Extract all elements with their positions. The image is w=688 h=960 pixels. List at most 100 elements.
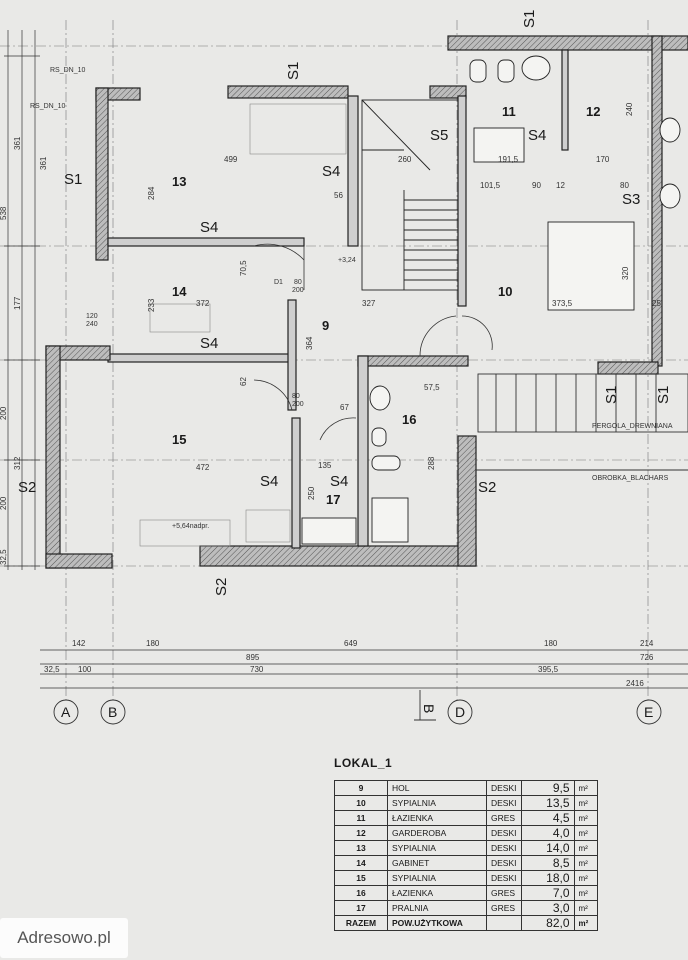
door-height: 200 — [292, 287, 304, 294]
room-name-cell: ŁAZIENKA — [387, 810, 487, 826]
dim-90: 90 — [532, 181, 541, 190]
staircase — [361, 99, 459, 291]
wall-tag-s4-c: S4 — [200, 335, 218, 352]
material-cell: GRES — [486, 885, 522, 901]
material-cell: DESKI — [486, 840, 522, 856]
dim-70-5: 70,5 — [239, 260, 248, 276]
door-height-2: 200 — [292, 401, 304, 408]
interior-dimensions: 499 284 56 260 191,5 170 101,5 90 12 80 … — [39, 102, 661, 500]
door-width-2: 80 — [292, 393, 300, 400]
dim-364: 364 — [305, 336, 314, 350]
room-number-cell: 14 — [334, 855, 388, 871]
wall-tag-s4-d: S4 — [260, 473, 278, 490]
material-cell: DESKI — [486, 780, 522, 796]
room-number-cell: 17 — [334, 900, 388, 916]
wall-tag-s4-f: S4 — [528, 127, 546, 144]
room-numbers: 9 10 11 12 13 14 15 16 17 — [172, 104, 600, 507]
material-cell: DESKI — [486, 825, 522, 841]
left-dim-2: 177 — [13, 296, 22, 310]
obrobka-label: OBROBKA_BLACHARS — [592, 475, 669, 482]
toilet-icon-2 — [371, 427, 387, 447]
unit-cell: m² — [574, 870, 598, 886]
wall-tag-s4-e: S4 — [330, 473, 348, 490]
total-name-cell: POW.UŻYTKOWA — [387, 915, 487, 931]
area-cell: 9,5 — [520, 780, 575, 796]
dim-372: 372 — [196, 299, 210, 308]
axis-letters: A B D E B — [61, 704, 653, 720]
washbasin-icon-4 — [659, 183, 681, 209]
wall-tag-s2-a: S2 — [18, 479, 36, 496]
axis-a-label: A — [61, 704, 71, 720]
watermark-logo: Adresowo.pl — [0, 918, 128, 958]
dim-80: 80 — [620, 181, 629, 190]
door-width: 80 — [294, 279, 302, 286]
room-number-cell: 15 — [334, 870, 388, 886]
bdim-100: 100 — [78, 665, 92, 674]
elev-mark-1: +3,24 — [338, 257, 356, 264]
total-unit-cell: m² — [574, 915, 598, 931]
bdim-649: 649 — [344, 639, 358, 648]
bed-icon — [547, 221, 635, 311]
axis-d-bubble — [447, 699, 473, 725]
bdim-895: 895 — [246, 653, 260, 662]
dim-101-5: 101,5 — [480, 181, 501, 190]
door-tag: D1 — [274, 279, 283, 286]
axis-e-bubble — [636, 699, 662, 725]
room-12-label: 12 — [586, 104, 600, 119]
room-name-cell: SYPIALNIA — [387, 795, 487, 811]
room-name-cell: SYPIALNIA — [387, 870, 487, 886]
left-dim-6: 32,5 — [0, 549, 8, 565]
dim-499: 499 — [224, 155, 238, 164]
wall-tag-s2-c: S2 — [213, 578, 230, 596]
room-name-cell: HOL — [387, 780, 487, 796]
room-name-cell: GARDEROBA — [387, 825, 487, 841]
washing-machine-icon — [301, 517, 357, 545]
dim-240: 240 — [625, 102, 634, 116]
area-cell: 4,5 — [520, 810, 575, 826]
area-cell: 18,0 — [520, 870, 575, 886]
wall-tag-s1-e: S1 — [655, 386, 672, 404]
area-cell: 3,0 — [520, 900, 575, 916]
area-cell: 8,5 — [520, 855, 575, 871]
bdim-395-5: 395,5 — [538, 665, 559, 674]
bottom-dimension-labels: 142 180 649 180 214 895 726 32,5 100 730… — [44, 639, 654, 688]
shower-icon — [371, 497, 409, 543]
dim-25: 25 — [652, 299, 661, 308]
bdim-180a: 180 — [146, 639, 160, 648]
total-material-cell — [486, 915, 522, 931]
unit-cell: m² — [574, 900, 598, 916]
area-cell: 13,5 — [520, 795, 575, 811]
room-number-cell: 11 — [334, 810, 388, 826]
dim-67: 67 — [340, 403, 349, 412]
window-height: 120 — [86, 313, 98, 320]
unit-cell: m² — [574, 855, 598, 871]
wall-tag-s1-c: S1 — [521, 10, 538, 28]
left-dimension-lines — [4, 30, 40, 570]
wall-tag-s2-b: S2 — [478, 479, 496, 496]
room-name-cell: GABINET — [387, 855, 487, 871]
room-name-cell: ŁAZIENKA — [387, 885, 487, 901]
walls — [45, 35, 688, 569]
wall-tag-s4-b: S4 — [322, 163, 340, 180]
axis-d-label: D — [455, 704, 465, 720]
axis-b-label: B — [108, 704, 117, 720]
material-cell: DESKI — [486, 795, 522, 811]
bdim-214: 214 — [640, 639, 654, 648]
floor-plan-drawing: 361 538 177 200 200 312 32,5 — [0, 10, 688, 725]
room-11-label: 11 — [502, 104, 516, 119]
left-dim-1: 538 — [0, 206, 8, 220]
room-number-cell: 9 — [334, 780, 388, 796]
total-label-cell: RAZEM — [334, 915, 388, 931]
elev-mark-2: +5,64nadpr. — [172, 523, 209, 530]
room-name-cell: PRALNIA — [387, 900, 487, 916]
dim-57-5: 57,5 — [424, 383, 440, 392]
